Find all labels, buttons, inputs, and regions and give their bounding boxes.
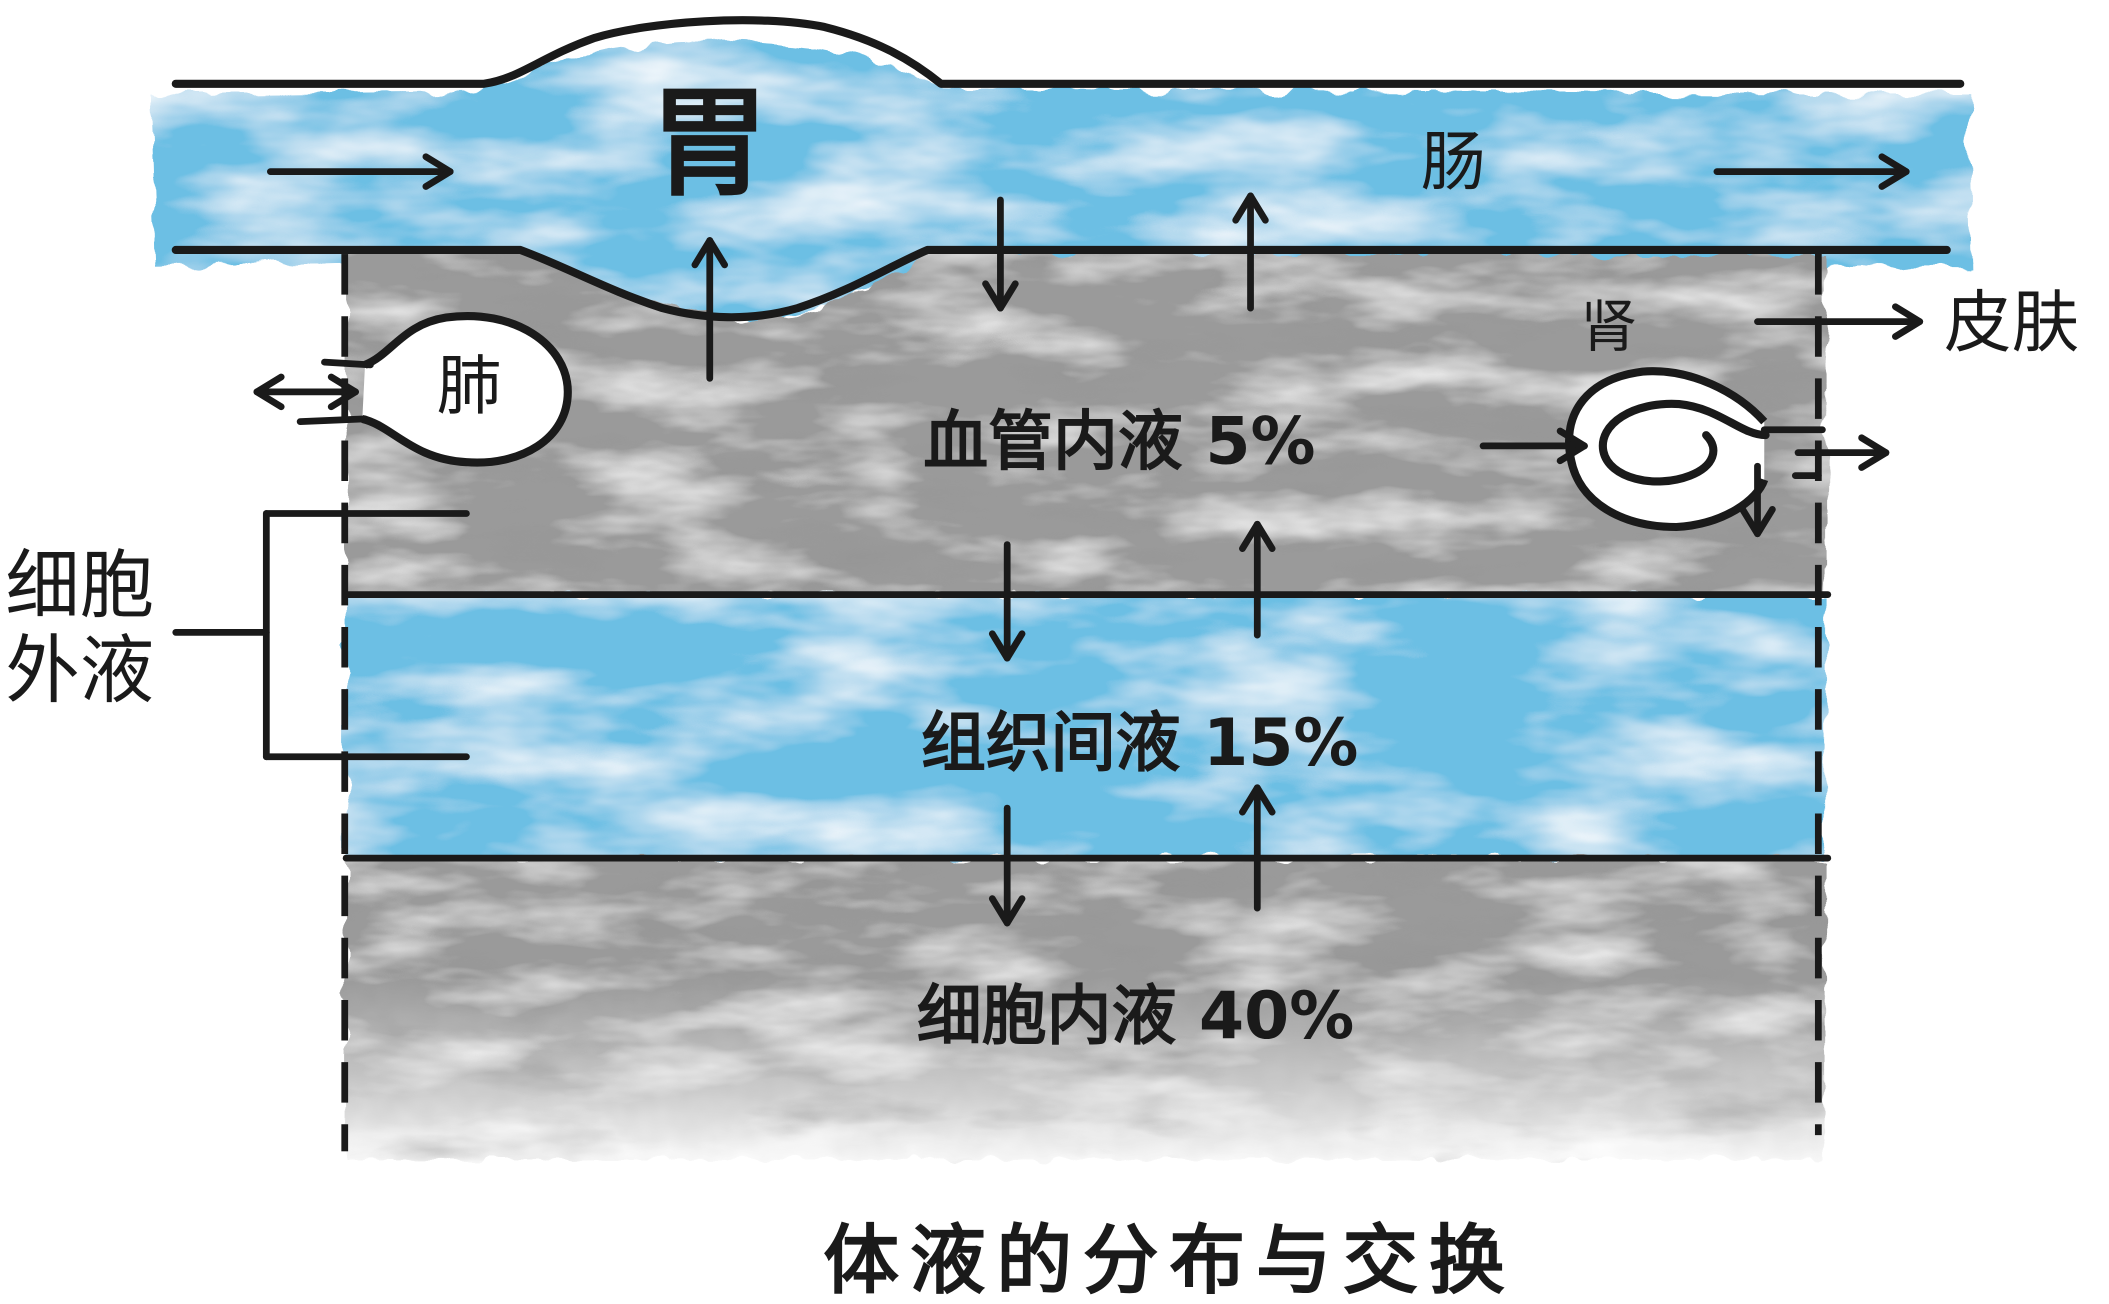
interstitial-region <box>346 595 1826 860</box>
extracellular-label-line2: 外液 <box>5 627 154 714</box>
diagram-caption: 体液的分布与交换 <box>823 1215 1515 1304</box>
extracellular-bracket <box>172 510 470 761</box>
intracellular-label: 细胞内液 40% <box>917 979 1354 1054</box>
interstitial-name: 组织间液 <box>921 706 1181 781</box>
gi-tract-bottom-wall <box>171 245 1951 322</box>
kidney <box>1479 367 1890 538</box>
kidney-outer <box>1565 367 1769 532</box>
skin-label: 皮肤 <box>1944 283 2079 362</box>
kidney-inner-loop <box>1598 399 1770 486</box>
plasma-label: 血管内液 5% <box>923 405 1315 480</box>
lung-neck-lower <box>296 415 369 425</box>
intestine-label: 肠 <box>1421 125 1486 200</box>
interstitial-share: 15% <box>1203 706 1358 781</box>
lung-neck-upper <box>321 358 374 369</box>
intracellular-name: 细胞内液 <box>917 979 1177 1054</box>
lung-label: 肺 <box>437 349 502 424</box>
plasma-name: 血管内液 <box>923 405 1183 480</box>
extracellular-label-line1: 细胞 <box>5 542 154 629</box>
plasma-share: 5% <box>1205 405 1315 480</box>
lung-sac <box>361 312 572 467</box>
intracellular-share: 40% <box>1199 979 1354 1054</box>
intracellular-region <box>346 859 1826 1160</box>
plasma-region <box>346 251 1826 596</box>
lung <box>253 312 572 467</box>
stomach-label: 胃 <box>650 73 769 213</box>
kidney-label: 肾 <box>1580 294 1637 360</box>
interstitial-label: 组织间液 15% <box>921 706 1358 781</box>
gi-tract-top-wall <box>171 16 1965 88</box>
